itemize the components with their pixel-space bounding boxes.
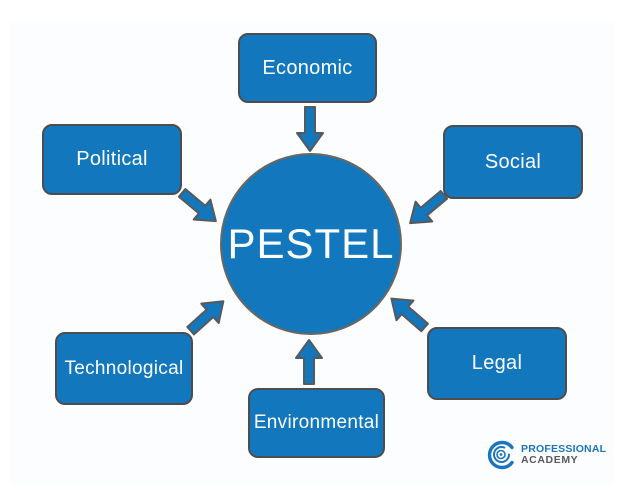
professional-academy-logo: PROFESSIONAL ACADEMY: [487, 440, 606, 470]
factor-box-environmental: Environmental: [248, 388, 385, 458]
center-circle: PESTEL: [220, 153, 402, 335]
arrow-environmental-to-center: [295, 339, 323, 385]
factor-box-technological: Technological: [55, 332, 193, 405]
arrow-political-to-center: [172, 181, 226, 233]
factor-label-social: Social: [484, 150, 542, 173]
factor-label-economic: Economic: [262, 56, 353, 79]
center-label: PESTEL: [227, 220, 395, 267]
factor-box-social: Social: [443, 125, 583, 199]
logo-line1: PROFESSIONAL: [521, 443, 607, 455]
factor-label-technological: Technological: [64, 357, 184, 379]
logo-line2: ACADEMY: [521, 454, 579, 466]
logo-text: PROFESSIONAL ACADEMY: [521, 444, 606, 466]
factor-box-economic: Economic: [238, 33, 377, 103]
factor-box-legal: Legal: [427, 327, 567, 400]
arrow-economic-to-center: [296, 106, 324, 152]
arrow-technological-to-center: [180, 290, 234, 342]
professional-academy-swirl-icon: [487, 440, 517, 470]
factor-label-legal: Legal: [471, 352, 523, 374]
arrow-legal-to-center: [381, 287, 435, 339]
factor-label-political: Political: [76, 148, 148, 170]
factor-label-environmental: Environmental: [253, 412, 380, 433]
factor-box-political: Political: [42, 124, 182, 195]
